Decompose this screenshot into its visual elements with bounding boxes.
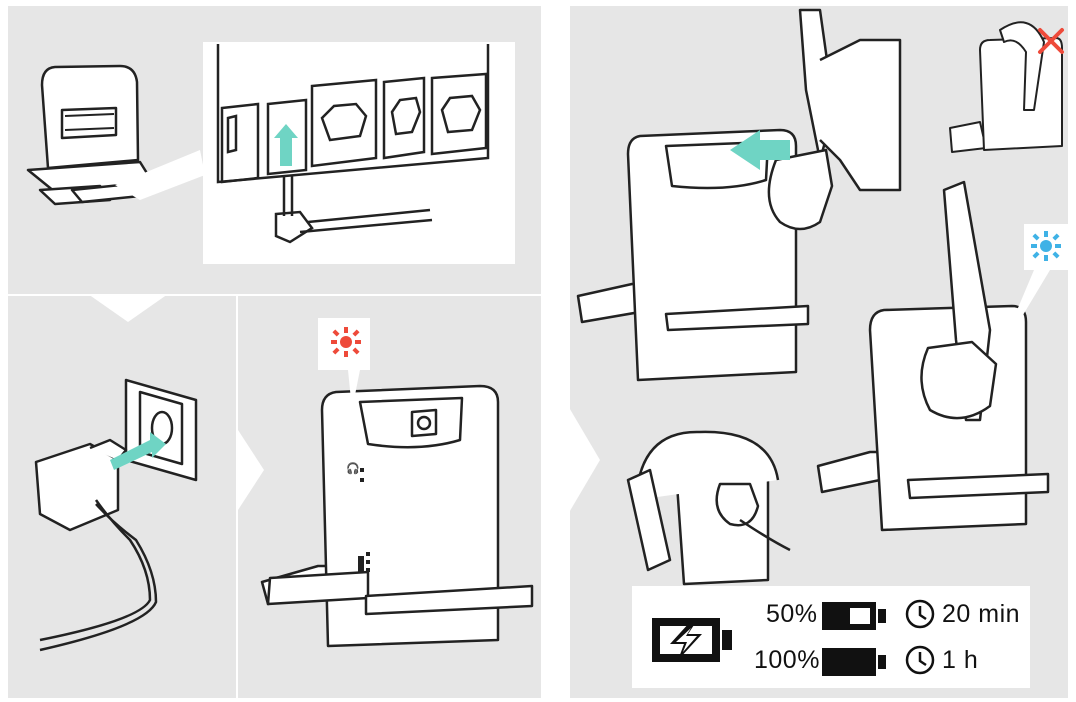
battery-half-icon (820, 600, 890, 632)
battery-charging-icon (650, 616, 740, 664)
power-supply-plug (34, 378, 198, 652)
charge-duration-50: 20 min (942, 600, 1021, 628)
base-station-docking (576, 8, 902, 382)
charge-level-50: 50% (766, 600, 818, 628)
cross-icon (1038, 28, 1064, 54)
plug-in-arrow (274, 124, 298, 166)
charge-level-100: 100% (754, 646, 820, 674)
clock-icon (904, 644, 936, 676)
base-station-headband-headset (626, 430, 791, 586)
base-led-indicators: 🎧 (346, 462, 370, 572)
insert-headset-arrow (730, 130, 790, 170)
step-arrow-right-large (541, 360, 600, 560)
base-station-charging (816, 180, 1050, 532)
charging-time-box: 50% 20 min 100% 1 h (632, 586, 1030, 688)
battery-full-icon (820, 646, 890, 678)
step-arrow-right-small (238, 430, 264, 510)
svg-text:🎧: 🎧 (346, 462, 360, 475)
clock-icon (904, 598, 936, 630)
base-station-wrong-position (949, 21, 1063, 153)
zoom-callout (115, 150, 205, 200)
charge-duration-100: 1 h (942, 646, 979, 674)
led-red-rays (331, 327, 361, 357)
step-arrow-down (88, 294, 168, 322)
insert-plug-arrow (110, 432, 166, 470)
light-burst-icon-blue (1030, 230, 1062, 262)
led-blue-rays (1031, 231, 1061, 261)
base-station-front (260, 384, 534, 648)
light-burst-icon-red (330, 326, 362, 358)
phone-port-detail (216, 44, 490, 244)
